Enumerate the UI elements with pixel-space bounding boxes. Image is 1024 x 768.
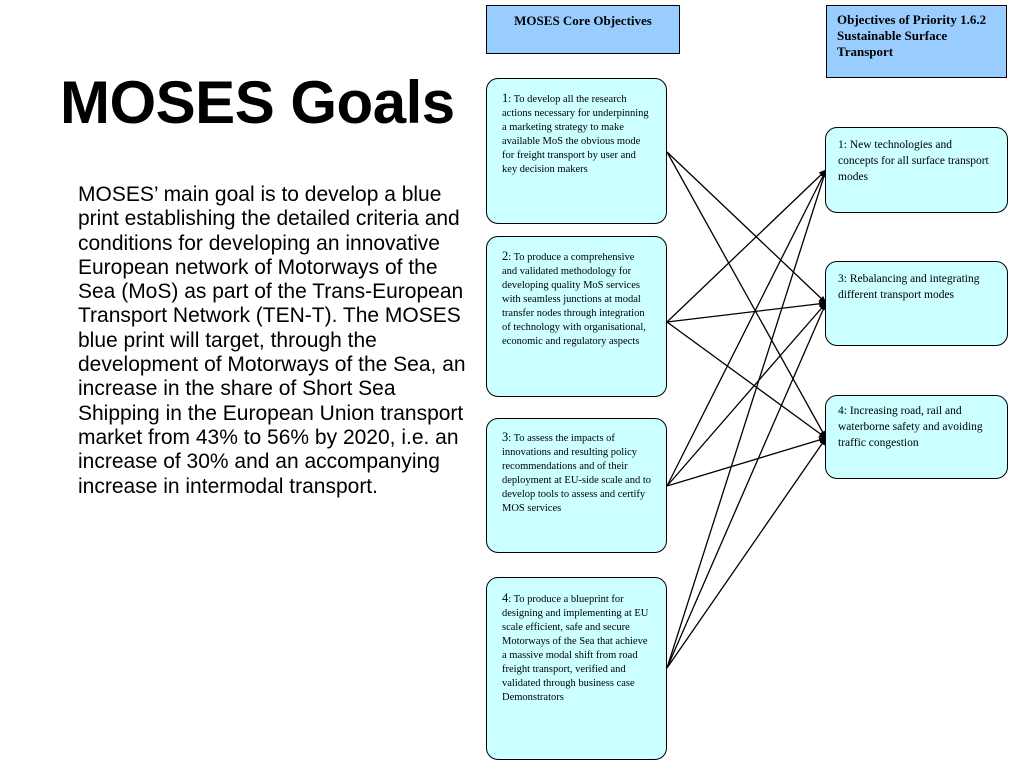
arrow-core-1-to-priority-3: [666, 151, 827, 439]
core-objectives-header: MOSES Core Objectives: [486, 5, 680, 54]
arrow-core-3-to-priority-1: [666, 169, 827, 487]
body-paragraph: MOSES’ main goal is to develop a blue pr…: [78, 183, 466, 498]
core-objective-1-text: : To develop all the research actions ne…: [502, 94, 649, 175]
priority-objectives-header: Objectives of Priority 1.6.2 Sustainable…: [826, 5, 1007, 78]
core-objective-2-number: 2: [502, 249, 509, 263]
priority-objective-1: 1: New technologies and concepts for all…: [825, 127, 1008, 213]
slide-title: MOSES Goals: [60, 69, 455, 136]
core-objective-4-text: : To produce a blueprint for designing a…: [502, 594, 649, 703]
core-objective-4: 4: To produce a blueprint for designing …: [486, 577, 667, 760]
core-objective-3: 3: To assess the impacts of innovations …: [486, 418, 667, 553]
core-objective-2: 2: To produce a comprehensive and valida…: [486, 236, 667, 397]
arrow-core-3-to-priority-3: [666, 436, 827, 487]
arrow-core-4-to-priority-3: [666, 437, 827, 669]
arrow-core-2-to-priority-2: [666, 300, 827, 323]
arrow-core-4-to-priority-1: [666, 169, 827, 669]
priority-objective-3: 3: Rebalancing and integrating different…: [825, 261, 1008, 346]
core-objective-1-number: 1: [502, 91, 509, 105]
arrow-core-4-to-priority-2: [666, 302, 827, 669]
core-objective-3-number: 3: [502, 430, 509, 444]
arrow-core-2-to-priority-3: [666, 321, 827, 439]
arrow-core-1-to-priority-2: [666, 151, 827, 304]
arrow-core-2-to-priority-1: [666, 169, 827, 323]
core-objective-2-text: : To produce a comprehensive and validat…: [502, 252, 646, 347]
core-objective-1: 1: To develop all the research actions n…: [486, 78, 667, 224]
core-objective-3-text: : To assess the impacts of innovations a…: [502, 433, 651, 514]
priority-objective-4: 4: Increasing road, rail and waterborne …: [825, 395, 1008, 479]
arrow-core-3-to-priority-2: [666, 302, 827, 487]
core-objective-4-number: 4: [502, 591, 509, 605]
